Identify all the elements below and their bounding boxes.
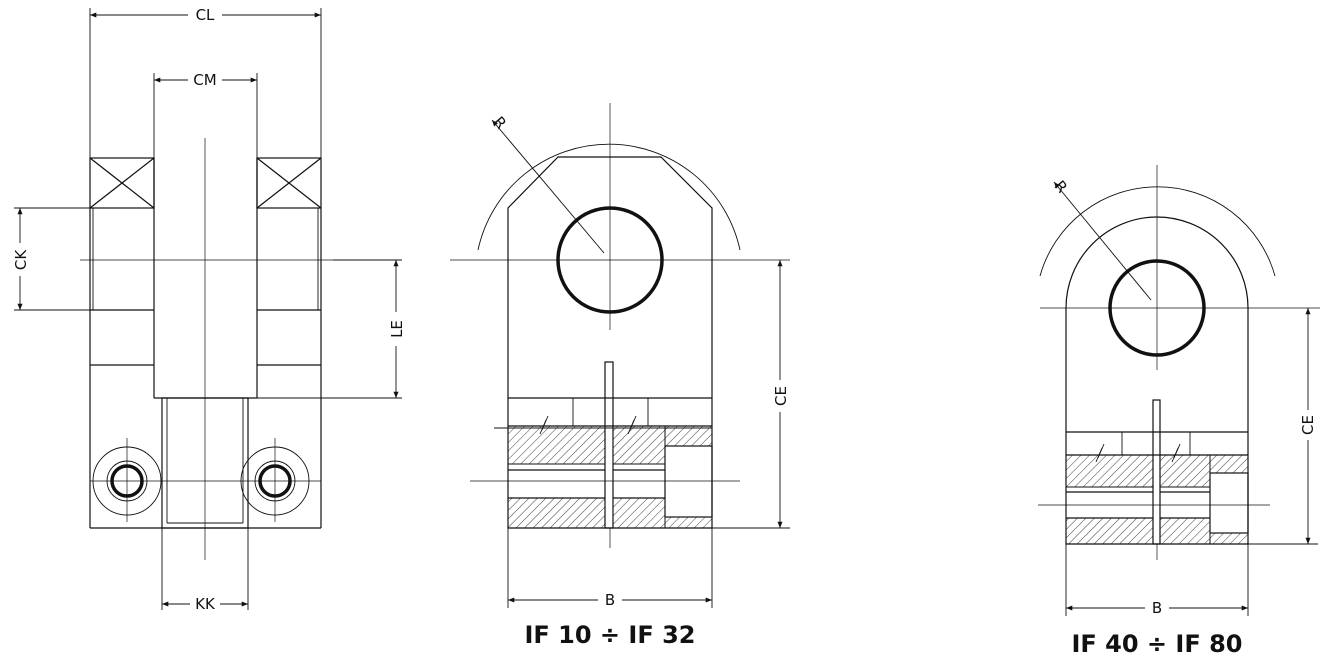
side-view-small: R CE xyxy=(450,103,790,649)
dim-label-cl: CL xyxy=(196,6,215,24)
dim-label-ce-large: CE xyxy=(1299,415,1317,435)
dim-label-b-large: B xyxy=(1152,599,1162,617)
front-view: CL CM xyxy=(12,6,406,613)
dim-label-cm: CM xyxy=(193,71,216,89)
caption-if10-if32: IF 10 ÷ IF 32 xyxy=(525,621,696,649)
dim-label-kk: KK xyxy=(195,595,216,613)
dim-label-b-small: B xyxy=(605,591,615,609)
dim-label-ck: CK xyxy=(12,249,30,270)
side-view-large: R CE B xyxy=(1038,165,1320,658)
dim-label-le: LE xyxy=(388,320,406,338)
caption-if40-if80: IF 40 ÷ IF 80 xyxy=(1072,630,1243,658)
dim-label-r-large: R xyxy=(1051,177,1071,197)
dim-label-ce-small: CE xyxy=(772,386,790,406)
